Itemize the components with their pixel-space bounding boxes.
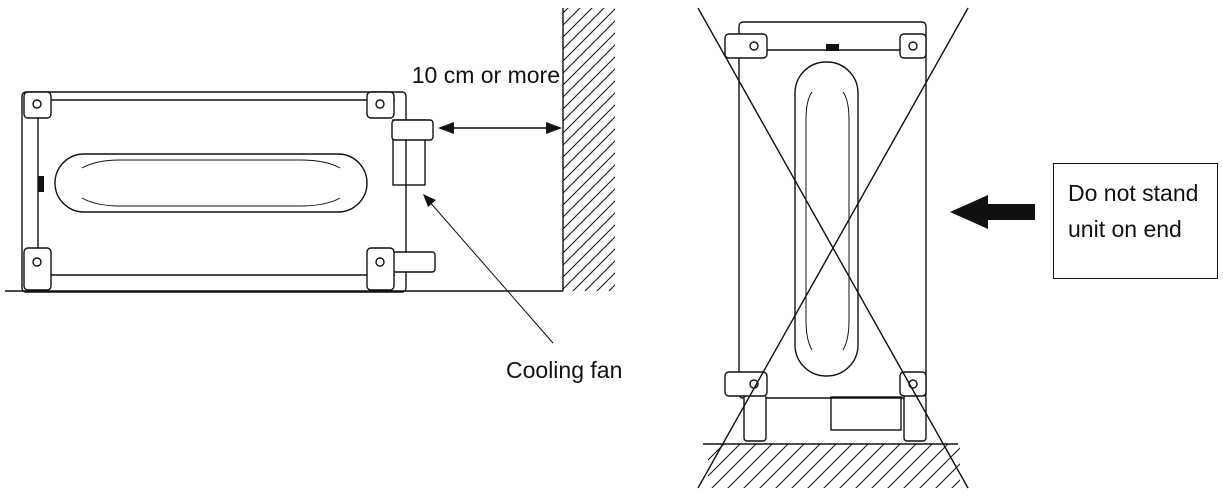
bracket-hole [32,257,42,267]
handle-outer [54,153,368,213]
side-handle-bottom [391,251,436,273]
corner-bracket [366,91,395,119]
warning-line-1: Do not stand [1068,180,1199,206]
bracket-hole [749,41,759,51]
handle-inner-bottom [81,197,341,207]
wall-hatching [563,8,615,291]
corner-bracket [724,371,768,397]
right-scene [697,7,1035,489]
handle-inner-top [81,159,341,169]
cooling-fan-leader [423,194,554,344]
unit-horizontal [21,91,436,293]
cooling-fan-label: Cooling fan [506,357,622,383]
corner-bracket [23,247,52,291]
corner-bracket [899,33,927,59]
prohibition-cross [697,7,969,489]
warning-note-box: Do not stand unit on end [1053,163,1218,279]
corner-bracket [724,33,768,59]
unit-outline [21,91,407,293]
bracket-hole [375,257,385,267]
clearance-arrow [438,122,562,134]
corner-bracket [23,91,52,119]
corner-bracket [366,247,395,291]
bracket-hole [32,99,42,109]
corner-bracket [899,371,927,397]
handle-inner-left [805,91,813,351]
bracket-hole [375,99,385,109]
side-handle [743,394,767,442]
clearance-label: 10 cm or more [412,62,560,88]
ground-hatching [708,444,960,488]
unit-indicator [826,44,839,51]
side-handle-top [391,119,434,141]
side-handle [903,394,927,442]
warning-line-2: unit on end [1068,216,1182,242]
handle-outer [794,61,859,377]
cooling-fan-housing [830,396,902,431]
unit-outline [738,21,927,399]
warning-arrow [950,195,1035,229]
unit-indicator [38,176,44,192]
unit-vertical [724,21,927,442]
left-scene: 10 cm or more Cooling fan [5,8,622,383]
bracket-hole [908,41,918,51]
